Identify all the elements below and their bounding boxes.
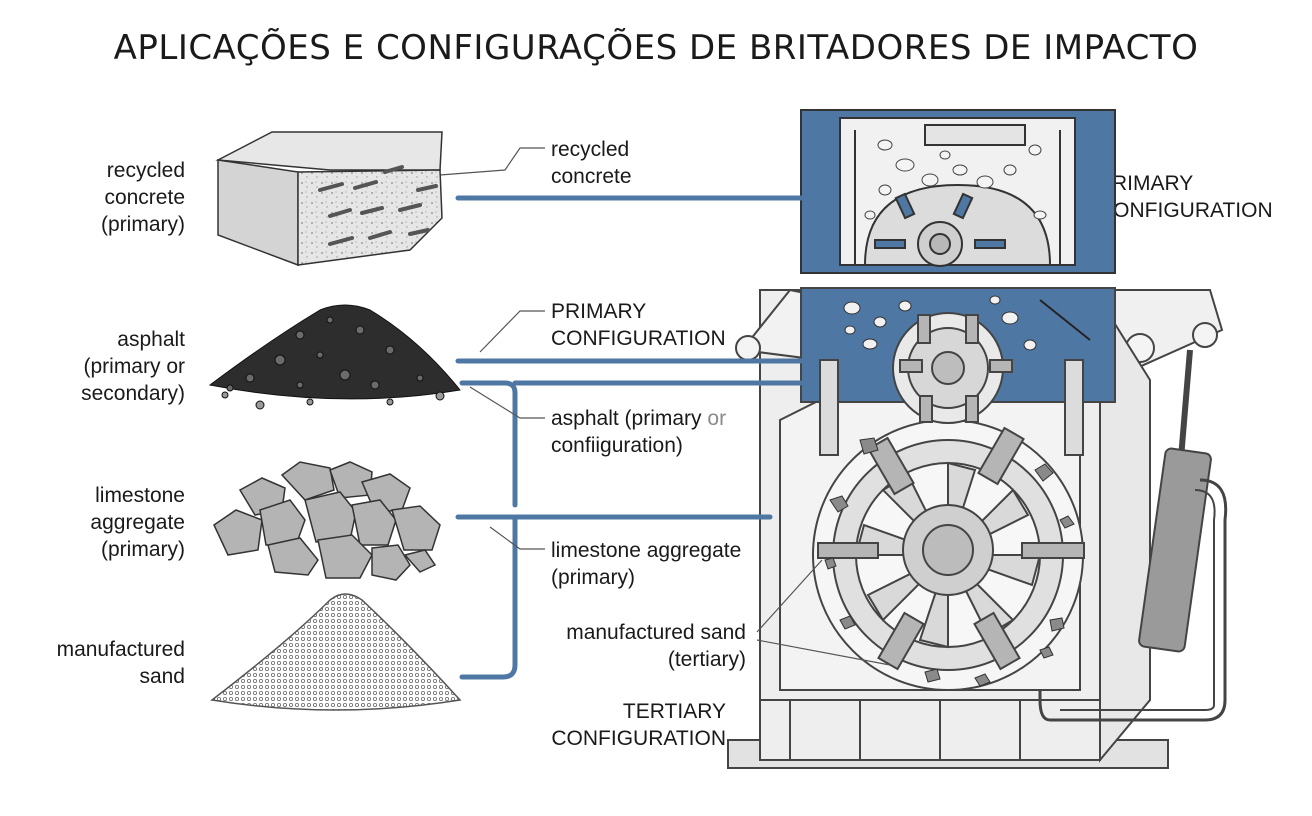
primary-configuration-inset — [800, 109, 1116, 274]
callout-recycled-concrete: recycled concrete — [551, 138, 632, 188]
page-title: APLICAÇÕES E CONFIGURAÇÕES DE BRITADORES… — [113, 28, 1199, 68]
callout-asphalt: asphalt (primary or confiiguration) — [551, 407, 727, 457]
tertiary-configuration-label: TERTIARY CONFIGURATION — [551, 700, 726, 750]
material-label-limestone-aggregate: limestone aggregate (primary) — [90, 484, 185, 561]
material-label-manufactured-sand: manufactured sand — [56, 638, 185, 688]
pointer-lines — [439, 147, 891, 666]
recycled-concrete-image — [215, 131, 443, 267]
limestone-aggregate-image — [213, 461, 441, 581]
material-label-recycled-concrete: recycled concrete (primary) — [101, 159, 185, 236]
tertiary-chamber — [779, 399, 1085, 691]
crushed-rocks — [824, 437, 1075, 687]
callout-primary-configuration: PRIMARY CONFIGURATION — [551, 300, 726, 350]
connector-lines — [455, 195, 804, 680]
hydraulic-cylinder — [1038, 349, 1228, 722]
asphalt-image — [208, 304, 461, 410]
callout-limestone-aggregate: limestone aggregate (primary) — [551, 539, 742, 589]
feed-rocks-primary — [843, 295, 1037, 351]
material-label-asphalt: asphalt (primary or secondary) — [81, 328, 185, 405]
callout-manufactured-sand: manufactured sand (tertiary) — [566, 621, 746, 671]
manufactured-sand-image — [210, 593, 462, 711]
inset-rocks — [864, 139, 1047, 220]
primary-configuration-label: PRIMARY CONFIGURATION — [1098, 172, 1273, 222]
